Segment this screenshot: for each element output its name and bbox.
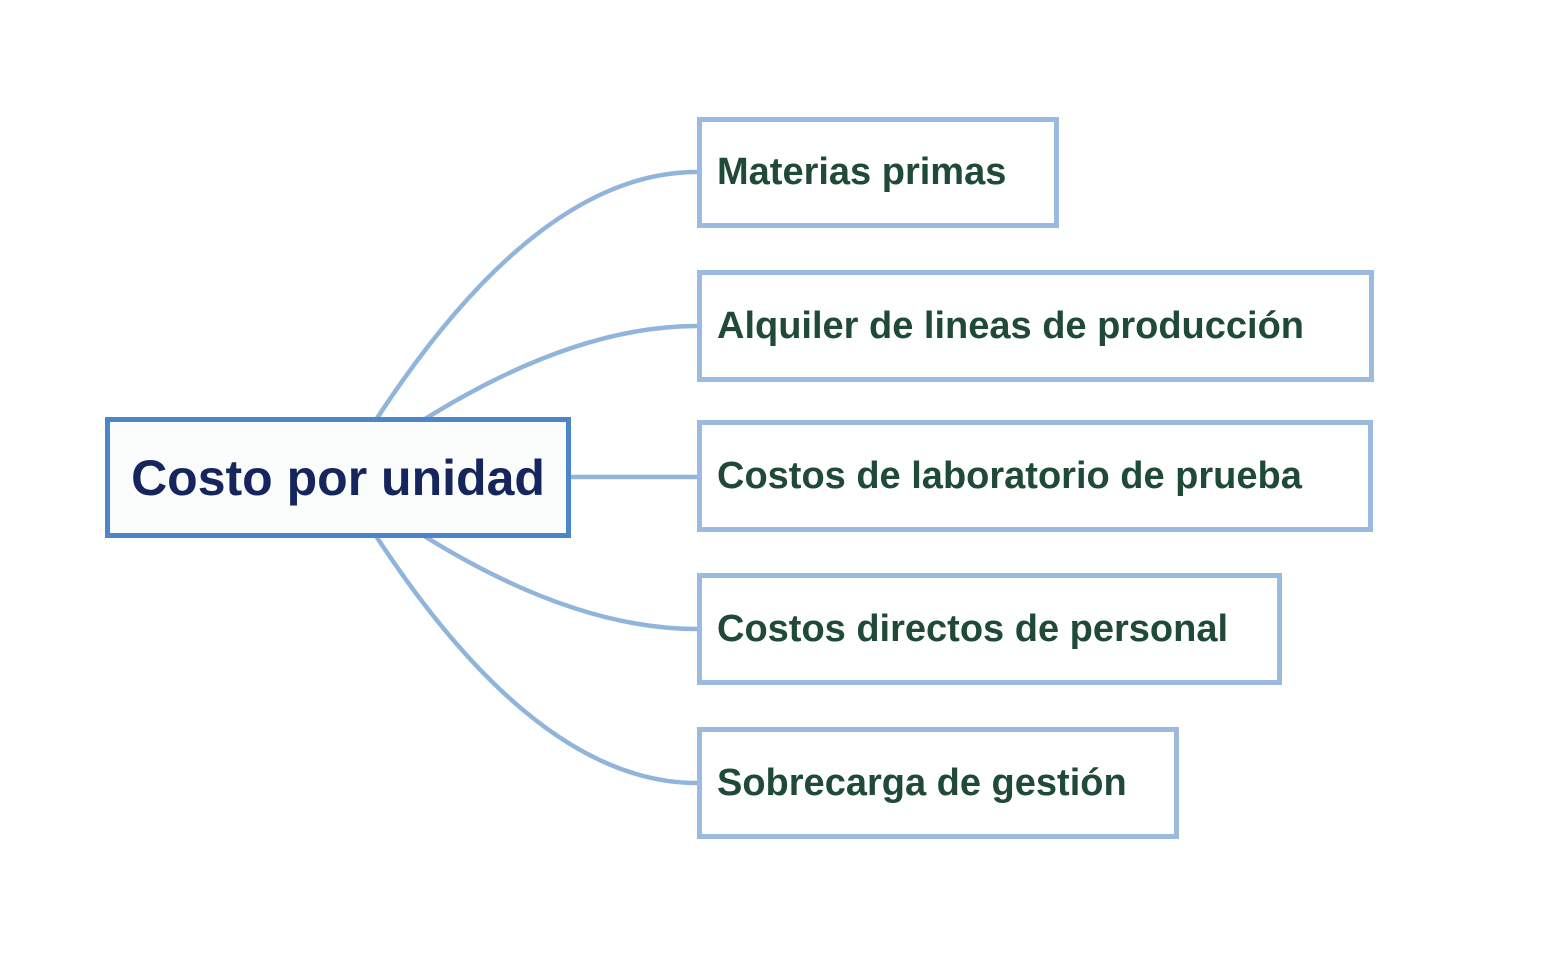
node-costos-laboratorio-prueba[interactable]: Costos de laboratorio de prueba <box>697 420 1373 532</box>
node-materias-primas[interactable]: Materias primas <box>697 117 1059 228</box>
node-costos-directos-personal[interactable]: Costos directos de personal <box>697 573 1282 685</box>
root-node-label: Costo por unidad <box>131 449 545 506</box>
child-node-label: Materias primas <box>717 151 1007 193</box>
child-node-label: Costos directos de personal <box>717 607 1229 650</box>
child-node-label: Sobrecarga de gestión <box>717 761 1127 804</box>
child-node-label: Alquiler de lineas de producción <box>717 304 1304 347</box>
node-alquiler-lineas-produccion[interactable]: Alquiler de lineas de producción <box>697 270 1374 382</box>
node-sobrecarga-gestion[interactable]: Sobrecarga de gestión <box>697 727 1179 839</box>
connector-materias-primas <box>337 169 700 481</box>
child-node-label: Costos de laboratorio de prueba <box>717 454 1302 497</box>
connector-sobrecarga-gestion <box>337 475 700 786</box>
node-costo-por-unidad[interactable]: Costo por unidad <box>105 417 571 538</box>
